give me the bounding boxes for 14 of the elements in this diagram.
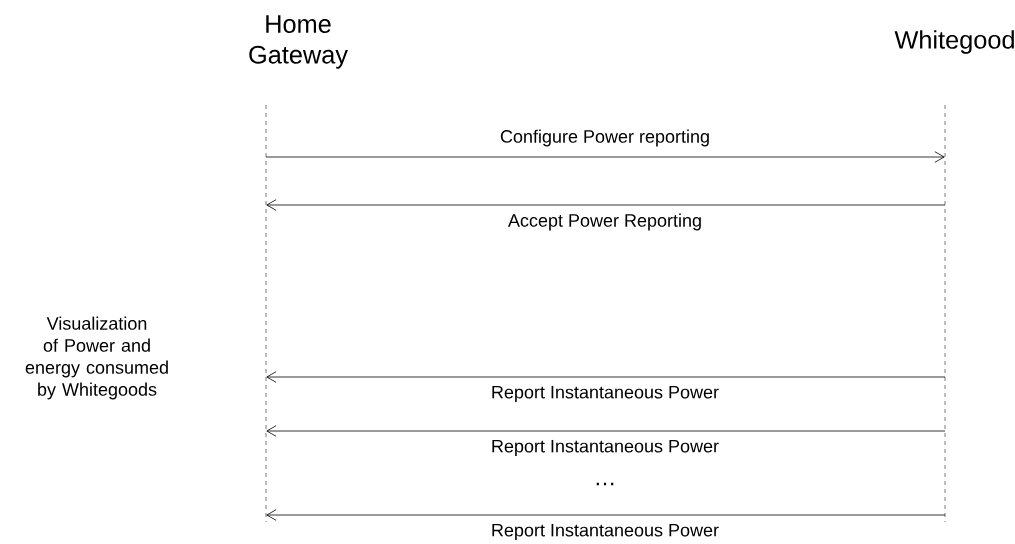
message-label: Report Instantaneous Power bbox=[492, 385, 719, 403]
note-text: Visualization of Power and energy consumed by Whitegoods bbox=[25, 316, 168, 400]
message-label: Report Instantaneous Power bbox=[492, 439, 719, 457]
participant-label: Home Gateway bbox=[249, 15, 348, 69]
message-arrow bbox=[266, 509, 946, 521]
message-arrow bbox=[266, 199, 946, 211]
message-label: Configure Power reporting bbox=[500, 129, 709, 147]
message-arrow bbox=[266, 425, 946, 437]
participant-label: Whitegood bbox=[894, 30, 1014, 54]
ellipsis: … bbox=[596, 482, 614, 486]
message-arrow bbox=[266, 371, 946, 383]
message-arrow bbox=[265, 151, 945, 163]
message-label: Report Instantaneous Power bbox=[492, 523, 719, 541]
message-label: Accept Power Reporting bbox=[508, 213, 701, 231]
